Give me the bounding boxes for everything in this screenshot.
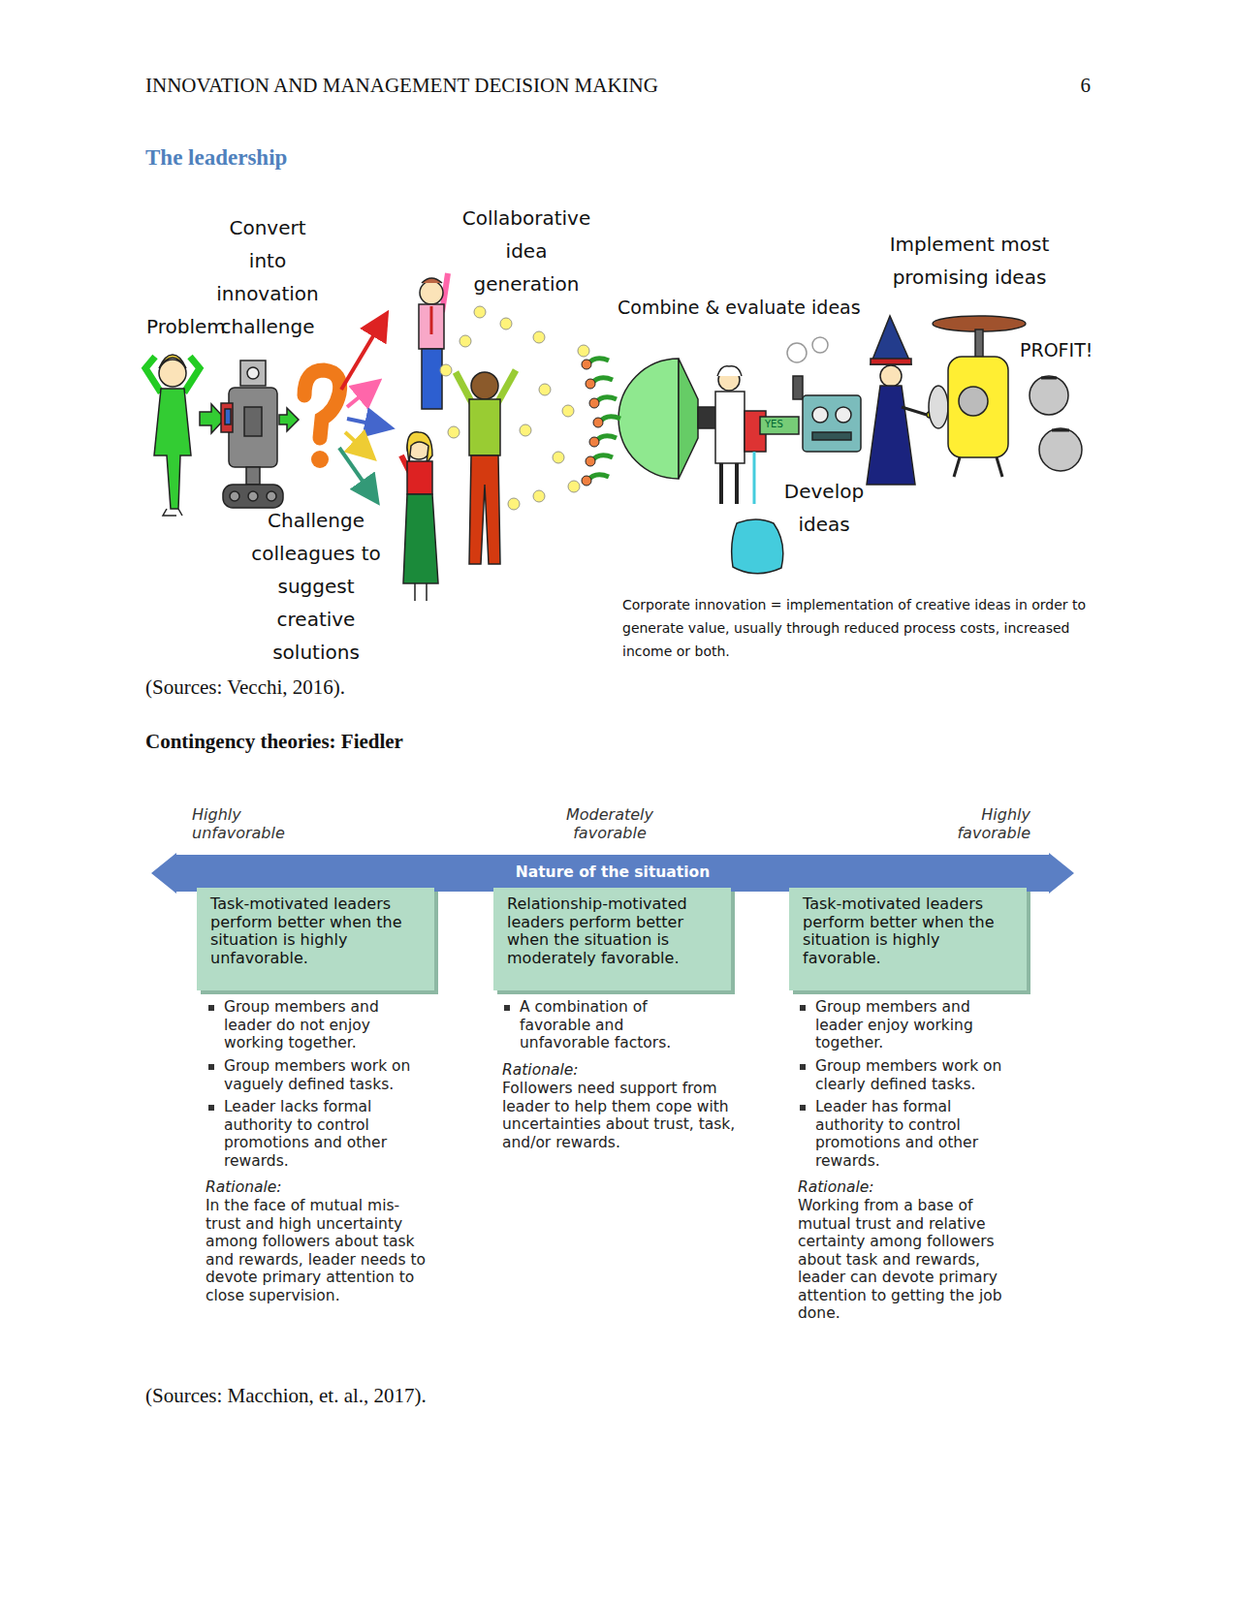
display-text: YES <box>764 418 784 430</box>
bullet-mark <box>799 1064 806 1071</box>
stage-label: Challenge colleagues to suggest creative… <box>235 504 397 669</box>
section-heading: Contingency theories: Fiedler <box>145 729 404 755</box>
section-heading: The leadership <box>145 145 287 171</box>
rationale-text: In the face of mutual mis-trust and high… <box>205 1197 431 1305</box>
bullet-text: A combination of favorable and unfavorab… <box>519 998 714 1053</box>
stage-label: Implement most promising ideas <box>883 227 1056 294</box>
leader-box: Task-motivated leaders perform better wh… <box>196 887 435 991</box>
running-header: INNOVATION AND MANAGEMENT DECISION MAKIN… <box>145 73 659 98</box>
bullet-mark <box>208 1005 215 1012</box>
box-text: Task-motivated leaders perform better wh… <box>802 895 1014 968</box>
leader-box: Task-motivated leaders perform better wh… <box>789 887 1027 991</box>
stage-label: Convert into innovation challenge <box>213 211 322 344</box>
stage-label: Collaborative idea generation <box>452 201 601 301</box>
scale-label: Highly favorable <box>904 806 1031 843</box>
rationale-text: Followers need support from leader to he… <box>502 1079 753 1152</box>
figure-source: (Sources: Macchion, et. al., 2017). <box>145 1384 427 1409</box>
rationale-heading: Rationale: <box>205 1178 429 1198</box>
stage-label: Develop ideas <box>775 475 873 541</box>
bullet-mark <box>208 1105 215 1111</box>
bullet-mark <box>504 1005 510 1012</box>
definition-note: Corporate innovation = implementation of… <box>622 593 1092 664</box>
box-text: Task-motivated leaders perform better wh… <box>210 895 421 968</box>
rationale-heading: Rationale: <box>797 1178 1021 1198</box>
bullet-text: Group members and leader enjoy working t… <box>815 998 1021 1053</box>
scale-label: Highly unfavorable <box>191 806 311 843</box>
leader-box: Relationship-motivated leaders perform b… <box>493 887 731 991</box>
bullet-text: Group members work on clearly defined ta… <box>815 1057 1021 1094</box>
page-number: 6 <box>993 73 1091 98</box>
stage-label: PROFIT! <box>1019 339 1093 361</box>
stage-label: Problem <box>146 315 226 339</box>
bullet-text: Group members work on vaguely defined ta… <box>223 1057 430 1094</box>
rationale-heading: Rationale: <box>502 1061 745 1080</box>
bullet-mark <box>208 1064 215 1071</box>
bullet-text: Leader lacks formal authority to control… <box>223 1098 430 1171</box>
box-text: Relationship-motivated leaders perform b… <box>507 895 718 968</box>
scale-label: Moderately favorable <box>531 806 689 843</box>
rationale-text: Working from a base of mutual trust and … <box>797 1197 1023 1324</box>
bullet-mark <box>799 1005 806 1012</box>
bullet-text: Group members and leader do not enjoy wo… <box>223 998 430 1053</box>
stage-label: Combine & evaluate ideas <box>617 296 861 318</box>
bullet-mark <box>799 1105 806 1111</box>
band-title: Nature of the situation <box>151 853 1075 882</box>
bullet-text: Leader has formal authority to control p… <box>815 1098 1021 1171</box>
figure-source: (Sources: Vecchi, 2016). <box>145 675 346 700</box>
